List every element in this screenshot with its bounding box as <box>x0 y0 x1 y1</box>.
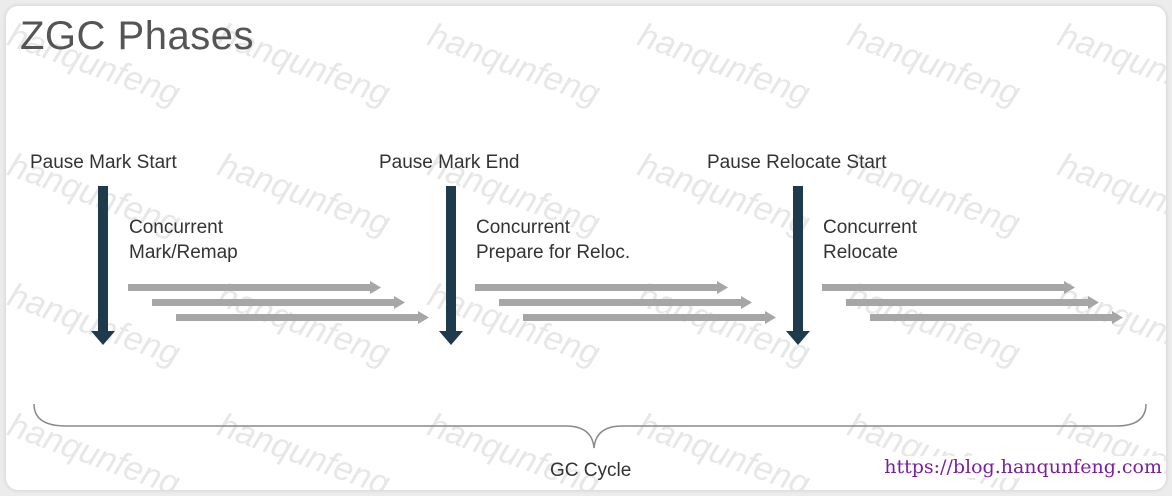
concurrent-arrow <box>152 296 405 309</box>
concurrent-arrow <box>822 281 1075 294</box>
concurrent-relocate-line2: Relocate <box>823 242 898 263</box>
diagram-arrows <box>33 186 1147 449</box>
concurrent-prepare-line1: Concurrent <box>476 217 570 238</box>
pause-mark-start-label: Pause Mark Start <box>30 152 177 173</box>
gc-cycle-label: GC Cycle <box>550 460 632 481</box>
concurrent-arrow <box>475 281 728 294</box>
concurrent-arrow <box>523 311 776 324</box>
pause-relocate-start-label: Pause Relocate Start <box>707 152 887 173</box>
concurrent-mark-remap-label: Concurrent Mark/Remap <box>129 215 238 265</box>
concurrent-relocate-label: Concurrent Relocate <box>823 215 917 265</box>
concurrent-arrow <box>176 311 429 324</box>
source-url[interactable]: https://blog.hanqunfeng.com <box>882 456 1164 478</box>
concurrent-relocate-line1: Concurrent <box>823 217 917 238</box>
concurrent-prepare-line2: Prepare for Reloc. <box>476 242 631 263</box>
concurrent-arrows-prepare <box>475 281 776 324</box>
concurrent-mark-remap-line1: Concurrent <box>129 217 223 238</box>
concurrent-arrows-mark-remap <box>128 281 429 324</box>
concurrent-arrow <box>846 296 1099 309</box>
concurrent-arrow <box>128 281 381 294</box>
pause-arrow-relocate-start <box>786 186 810 345</box>
gc-cycle-brace <box>33 403 1147 449</box>
pause-arrow-mark-end <box>439 186 463 345</box>
concurrent-arrows-relocate <box>822 281 1123 324</box>
concurrent-arrow <box>870 311 1123 324</box>
concurrent-arrow <box>499 296 752 309</box>
pause-arrow-mark-start <box>91 186 115 345</box>
concurrent-mark-remap-line2: Mark/Remap <box>129 242 238 263</box>
page-title: ZGC Phases <box>20 14 254 58</box>
concurrent-prepare-label: Concurrent Prepare for Reloc. <box>476 215 630 265</box>
pause-mark-end-label: Pause Mark End <box>379 152 520 173</box>
